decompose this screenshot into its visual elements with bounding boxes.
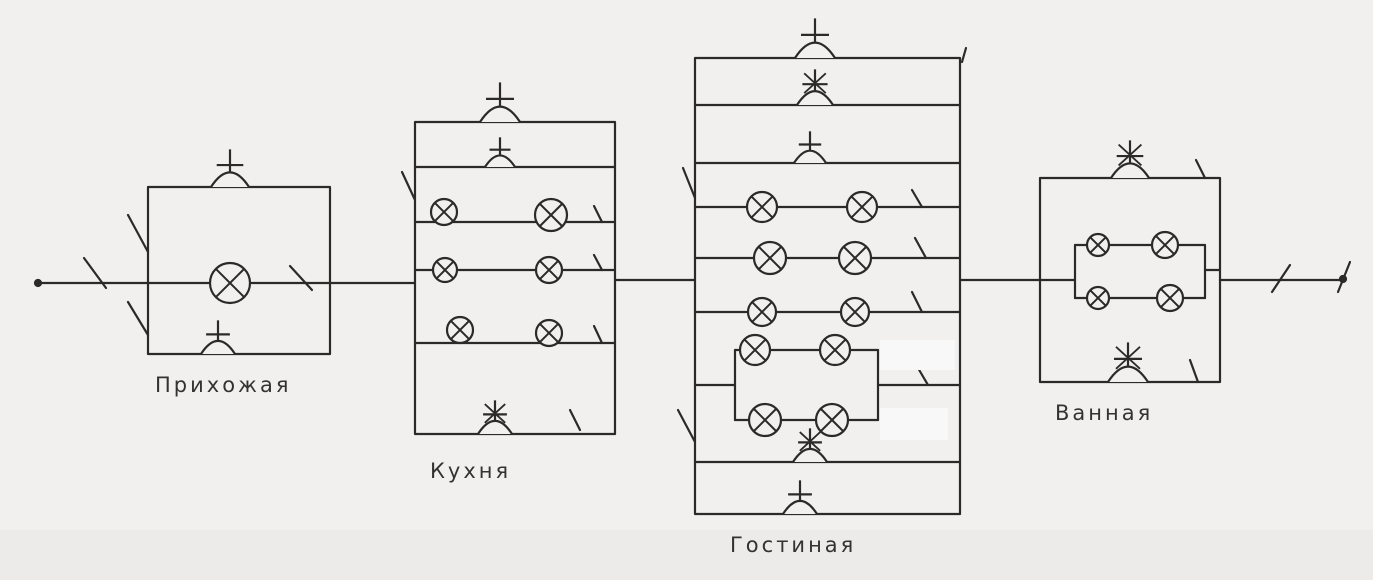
lamp-icon xyxy=(738,333,772,367)
lamp-icon xyxy=(445,315,475,345)
living-frame-tick xyxy=(960,46,968,64)
kitchen-block xyxy=(400,120,697,436)
lamp-icon xyxy=(818,333,852,367)
lamps-layer xyxy=(208,190,1185,438)
living-switch-1 xyxy=(910,188,924,209)
living-switch-3 xyxy=(910,290,924,314)
kitchen-main-switch xyxy=(400,170,417,202)
lamp-icon xyxy=(837,240,873,276)
hallway-switch-bottom xyxy=(126,300,150,337)
living-switch-4 xyxy=(916,366,930,387)
lamp-icon xyxy=(431,256,459,284)
lamp-icon xyxy=(534,255,564,285)
paper-edge xyxy=(0,530,1373,580)
socket-icon xyxy=(793,131,827,164)
main-switch-input xyxy=(82,256,108,290)
kitchen-switch-4 xyxy=(568,408,582,432)
kitchen-label: Кухня xyxy=(430,459,511,483)
output-terminal-mark xyxy=(1336,260,1352,294)
lamp-icon xyxy=(746,296,778,328)
wall-light-icon xyxy=(1107,342,1149,383)
wall-light-icon xyxy=(792,428,828,463)
lamp-icon xyxy=(747,402,783,438)
living-room-label: Гостиная xyxy=(730,533,856,557)
lamp-icon xyxy=(534,318,564,348)
correction-patch xyxy=(880,340,955,370)
lamp-icon xyxy=(1155,283,1185,313)
lamp-icon xyxy=(1085,285,1111,311)
bathroom-switch-bottom xyxy=(1188,358,1200,384)
fixtures-layer xyxy=(200,18,1150,515)
wiring-lines xyxy=(33,46,1352,516)
hallway-lamp-switch xyxy=(288,264,314,292)
lamp-icon xyxy=(429,197,459,227)
lamp-icon xyxy=(839,296,871,328)
socket-icon xyxy=(782,480,818,515)
wall-light-icon xyxy=(796,69,834,106)
correction-patch xyxy=(880,408,948,440)
lamp-icon xyxy=(845,190,879,224)
main-switch-output xyxy=(1270,263,1292,294)
lamp-icon xyxy=(1085,232,1111,258)
lamp-icon xyxy=(208,261,252,305)
socket-icon xyxy=(479,82,521,123)
wall-light-icon xyxy=(1110,140,1150,179)
input-terminal xyxy=(33,278,43,288)
bathroom-label: Ванная xyxy=(1055,401,1153,425)
kitchen-switch-3 xyxy=(592,324,604,345)
lamp-icon xyxy=(814,402,850,438)
hallway-switch-top xyxy=(126,213,150,254)
socket-icon xyxy=(200,320,236,355)
wall-light-icon xyxy=(477,400,513,435)
hallway-label: Прихожая xyxy=(155,373,291,397)
socket-icon xyxy=(484,137,516,168)
lamp-icon xyxy=(533,197,569,233)
living-main-switch-bottom xyxy=(676,408,697,444)
lamp-icon xyxy=(1150,230,1180,260)
lamp-icon xyxy=(752,240,788,276)
living-switch-2 xyxy=(913,236,928,260)
living-main-switch-top xyxy=(681,166,697,200)
lamp-icon xyxy=(745,190,779,224)
kitchen-switch-2 xyxy=(592,253,604,272)
kitchen-switch-1 xyxy=(592,204,604,224)
socket-icon xyxy=(210,149,250,188)
socket-icon xyxy=(794,18,836,59)
bathroom-switch-top xyxy=(1194,158,1207,180)
